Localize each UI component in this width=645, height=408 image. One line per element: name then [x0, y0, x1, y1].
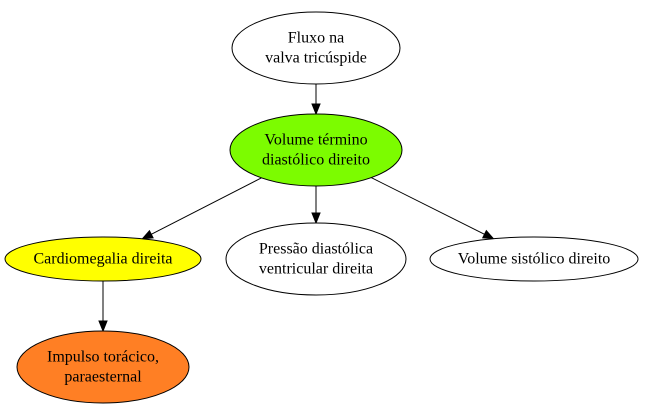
edges-layer	[98, 84, 495, 333]
edge-line	[151, 177, 262, 235]
edge-n2-n3	[141, 177, 262, 240]
node-ellipse	[16, 330, 190, 404]
node-label: Impulso torácico,	[47, 349, 159, 366]
node-impulso-toracico: Impulso torácico, paraesternal	[16, 330, 190, 404]
node-volume-sistolico: Volume sistólico direito	[429, 236, 639, 282]
node-label: ventricular direita	[259, 261, 373, 278]
node-pressao-diastolica: Pressão diastólica ventricular direita	[225, 222, 407, 296]
node-label: paraesternal	[64, 369, 142, 386]
node-cardiomegalia-direita: Cardiomegalia direita	[4, 236, 202, 282]
node-label: diastólico direito	[262, 152, 370, 169]
edge-line	[370, 177, 485, 235]
edge-n2-n4	[311, 186, 321, 225]
node-ellipse	[225, 222, 407, 296]
node-volume-termino-diastolico: Volume término diastólico direito	[229, 113, 403, 187]
arrowhead-icon	[141, 229, 154, 240]
arrowhead-icon	[98, 320, 108, 333]
edge-n3-n6	[98, 281, 108, 333]
node-label: Volume término	[264, 132, 367, 149]
node-label: Pressão diastólica	[259, 241, 373, 258]
edge-n1-n2	[311, 84, 321, 116]
node-label: valva tricúspide	[265, 50, 367, 67]
node-ellipse	[4, 236, 202, 282]
edge-n2-n5	[370, 177, 495, 240]
arrowhead-icon	[481, 229, 495, 240]
node-label: Fluxo na	[288, 30, 344, 47]
node-ellipse	[231, 11, 401, 85]
arrowhead-icon	[311, 212, 321, 225]
node-label: Cardiomegalia direita	[33, 251, 172, 268]
node-ellipse	[429, 236, 639, 282]
node-label: Volume sistólico direito	[458, 251, 611, 268]
arrowhead-icon	[311, 103, 321, 116]
node-fluxo-valva-tricuspide: Fluxo na valva tricúspide	[231, 11, 401, 85]
node-ellipse	[229, 113, 403, 187]
